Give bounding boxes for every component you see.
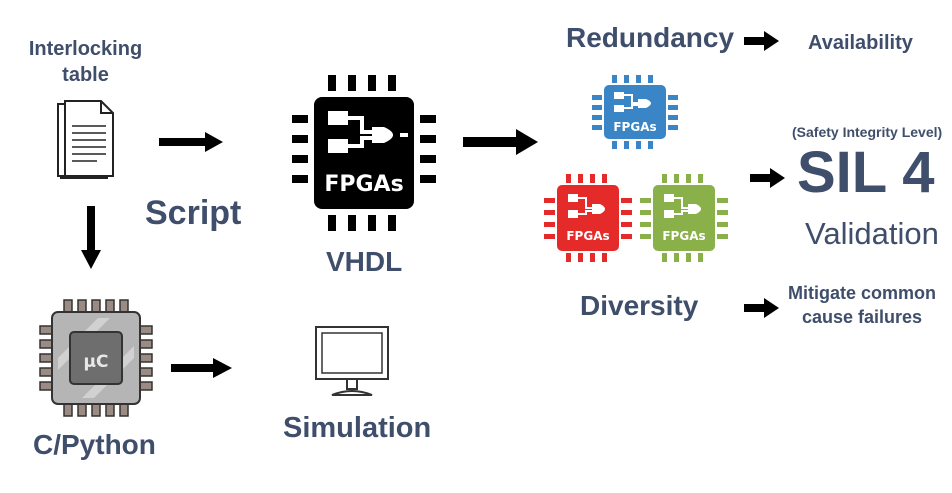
fpga-chip-blue-icon: FPGAs <box>592 75 678 149</box>
simulation-label: Simulation <box>283 412 432 444</box>
arrow-icon <box>750 168 785 188</box>
fpga-chip-red-icon: FPGAs <box>544 174 632 262</box>
sil-note-label: (Safety Integrity Level) <box>792 124 943 140</box>
fpga-chip-green-icon: FPGAs <box>640 174 728 262</box>
fpga-chip-icon: FPGAs <box>292 75 436 231</box>
microcontroller-chip-icon: µC <box>39 299 153 417</box>
blue-chip-text: FPGAs <box>613 120 656 134</box>
script-label: Script <box>145 194 242 232</box>
arrow-icon <box>81 206 101 269</box>
red-chip-text: FPGAs <box>566 229 609 243</box>
main-chip-text: FPGAs <box>324 172 403 197</box>
arrow-icon <box>463 129 538 155</box>
validation-label: Validation <box>805 216 939 251</box>
redundancy-label: Redundancy <box>566 22 735 53</box>
arrow-icon <box>744 298 779 318</box>
mitigate-label: Mitigate common cause failures <box>787 283 936 327</box>
arrow-icon <box>171 358 232 378</box>
sil-level-label: SIL 4 <box>797 140 935 205</box>
arrow-icon <box>744 31 779 51</box>
monitor-icon <box>315 326 389 396</box>
arrow-icon <box>159 132 223 152</box>
vhdl-label: VHDL <box>326 246 403 277</box>
c-python-label: C/Python <box>33 429 156 460</box>
availability-label: Availability <box>808 32 913 54</box>
green-chip-text: FPGAs <box>662 229 705 243</box>
interlocking-table-label: Interlocking table <box>28 38 143 86</box>
document-icon <box>57 100 114 179</box>
diversity-label: Diversity <box>580 290 699 321</box>
micro-chip-text: µC <box>84 352 109 372</box>
